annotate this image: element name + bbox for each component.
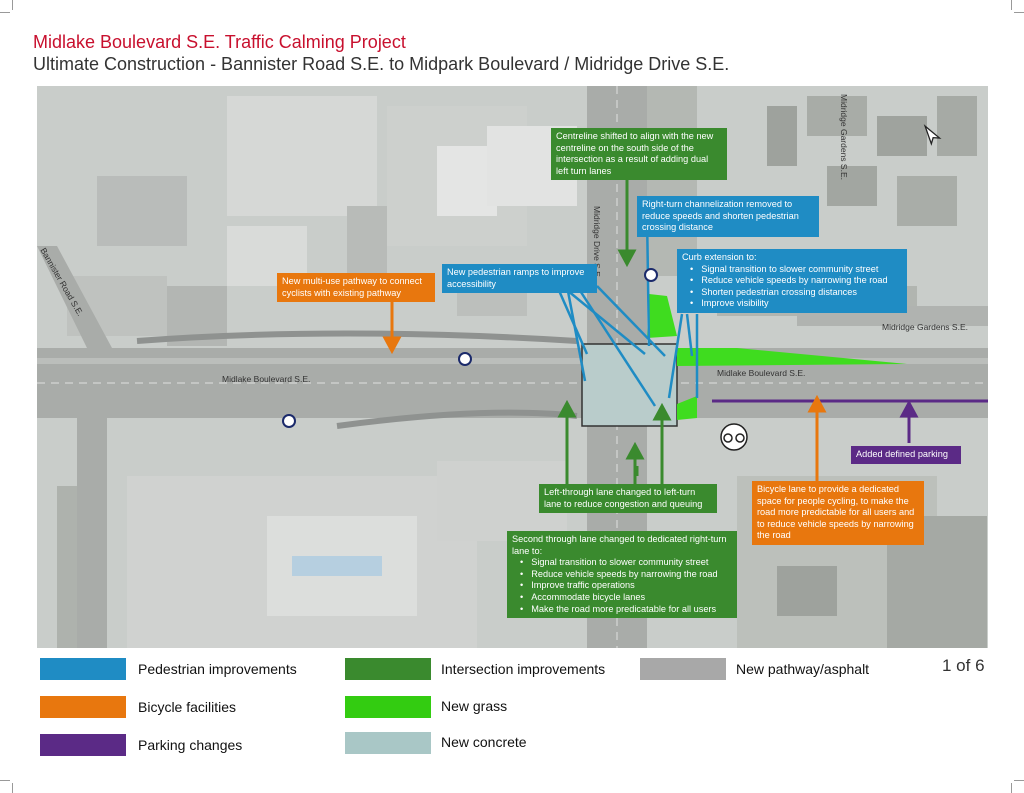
legend-swatch-parking	[40, 734, 126, 756]
callout-left-through: Left-through lane changed to left-turn l…	[539, 484, 717, 514]
crop-mark	[1014, 780, 1024, 781]
page-title: Midlake Boulevard S.E. Traffic Calming P…	[33, 32, 406, 52]
north-arrow-icon	[923, 124, 942, 146]
legend-label: New grass	[441, 698, 508, 714]
callout-curb-extension-title: Curb extension to:	[682, 252, 757, 262]
callout-second-through-title: Second through lane changed to dedicated…	[512, 534, 727, 556]
list-item: Signal transition to slower community st…	[701, 264, 902, 276]
legend-swatch-grass	[345, 696, 431, 718]
callout-curb-extension: Curb extension to: Signal transition to …	[677, 249, 907, 313]
crop-mark	[1014, 12, 1024, 13]
street-label: Midridge Gardens S.E.	[839, 94, 849, 180]
page-subtitle: Ultimate Construction - Bannister Road S…	[33, 54, 730, 74]
legend-swatch-pathway	[640, 658, 726, 680]
legend-label: Bicycle facilities	[138, 699, 237, 715]
crop-mark	[0, 780, 10, 781]
street-label: Midlake Boulevard S.E.	[717, 368, 806, 378]
legend-label: Parking changes	[138, 737, 243, 753]
aerial-map[interactable]: Midlake Boulevard S.E. Midlake Boulevard…	[37, 86, 988, 648]
callout-bike-lane: Bicycle lane to provide a dedicated spac…	[752, 481, 924, 545]
list-item: Shorten pedestrian crossing distances	[701, 287, 902, 299]
callout-pedestrian-ramps: New pedestrian ramps to improve accessib…	[442, 264, 597, 294]
legend-label: New pathway/asphalt	[736, 661, 870, 677]
callout-multi-use-pathway: New multi-use pathway to connect cyclist…	[277, 273, 435, 303]
legend-label: Pedestrian improvements	[138, 661, 297, 677]
list-item: Reduce vehicle speeds by narrowing the r…	[701, 275, 902, 287]
street-label: Midridge Gardens S.E.	[882, 322, 968, 332]
street-label: Midlake Boulevard S.E.	[222, 374, 311, 384]
legend-label: Intersection improvements	[441, 661, 606, 677]
callout-second-through: Second through lane changed to dedicated…	[507, 531, 737, 619]
legend-swatch-pedestrian	[40, 658, 126, 680]
callout-centreline: Centreline shifted to align with the new…	[551, 128, 727, 181]
list-item: Improve visibility	[701, 298, 902, 310]
legend-swatch-concrete	[345, 732, 431, 754]
list-item: Signal transition to slower community st…	[531, 557, 732, 569]
legend-swatch-intersection	[345, 658, 431, 680]
list-item: Reduce vehicle speeds by narrowing the r…	[531, 569, 732, 581]
list-item: Improve traffic operations	[531, 580, 732, 592]
list-item: Make the road more predicatable for all …	[531, 604, 732, 616]
crop-mark	[12, 0, 13, 10]
callout-right-turn: Right-turn channelization removed to red…	[637, 196, 819, 237]
crop-mark	[1011, 783, 1012, 793]
crop-mark	[0, 12, 10, 13]
callout-parking: Added defined parking	[851, 446, 961, 464]
page-number: 1 of 6	[942, 656, 985, 675]
crop-mark	[12, 783, 13, 793]
list-item: Accommodate bicycle lanes	[531, 592, 732, 604]
crop-mark	[1011, 0, 1012, 10]
legend-swatch-bicycle	[40, 696, 126, 718]
legend-label: New concrete	[441, 734, 527, 750]
